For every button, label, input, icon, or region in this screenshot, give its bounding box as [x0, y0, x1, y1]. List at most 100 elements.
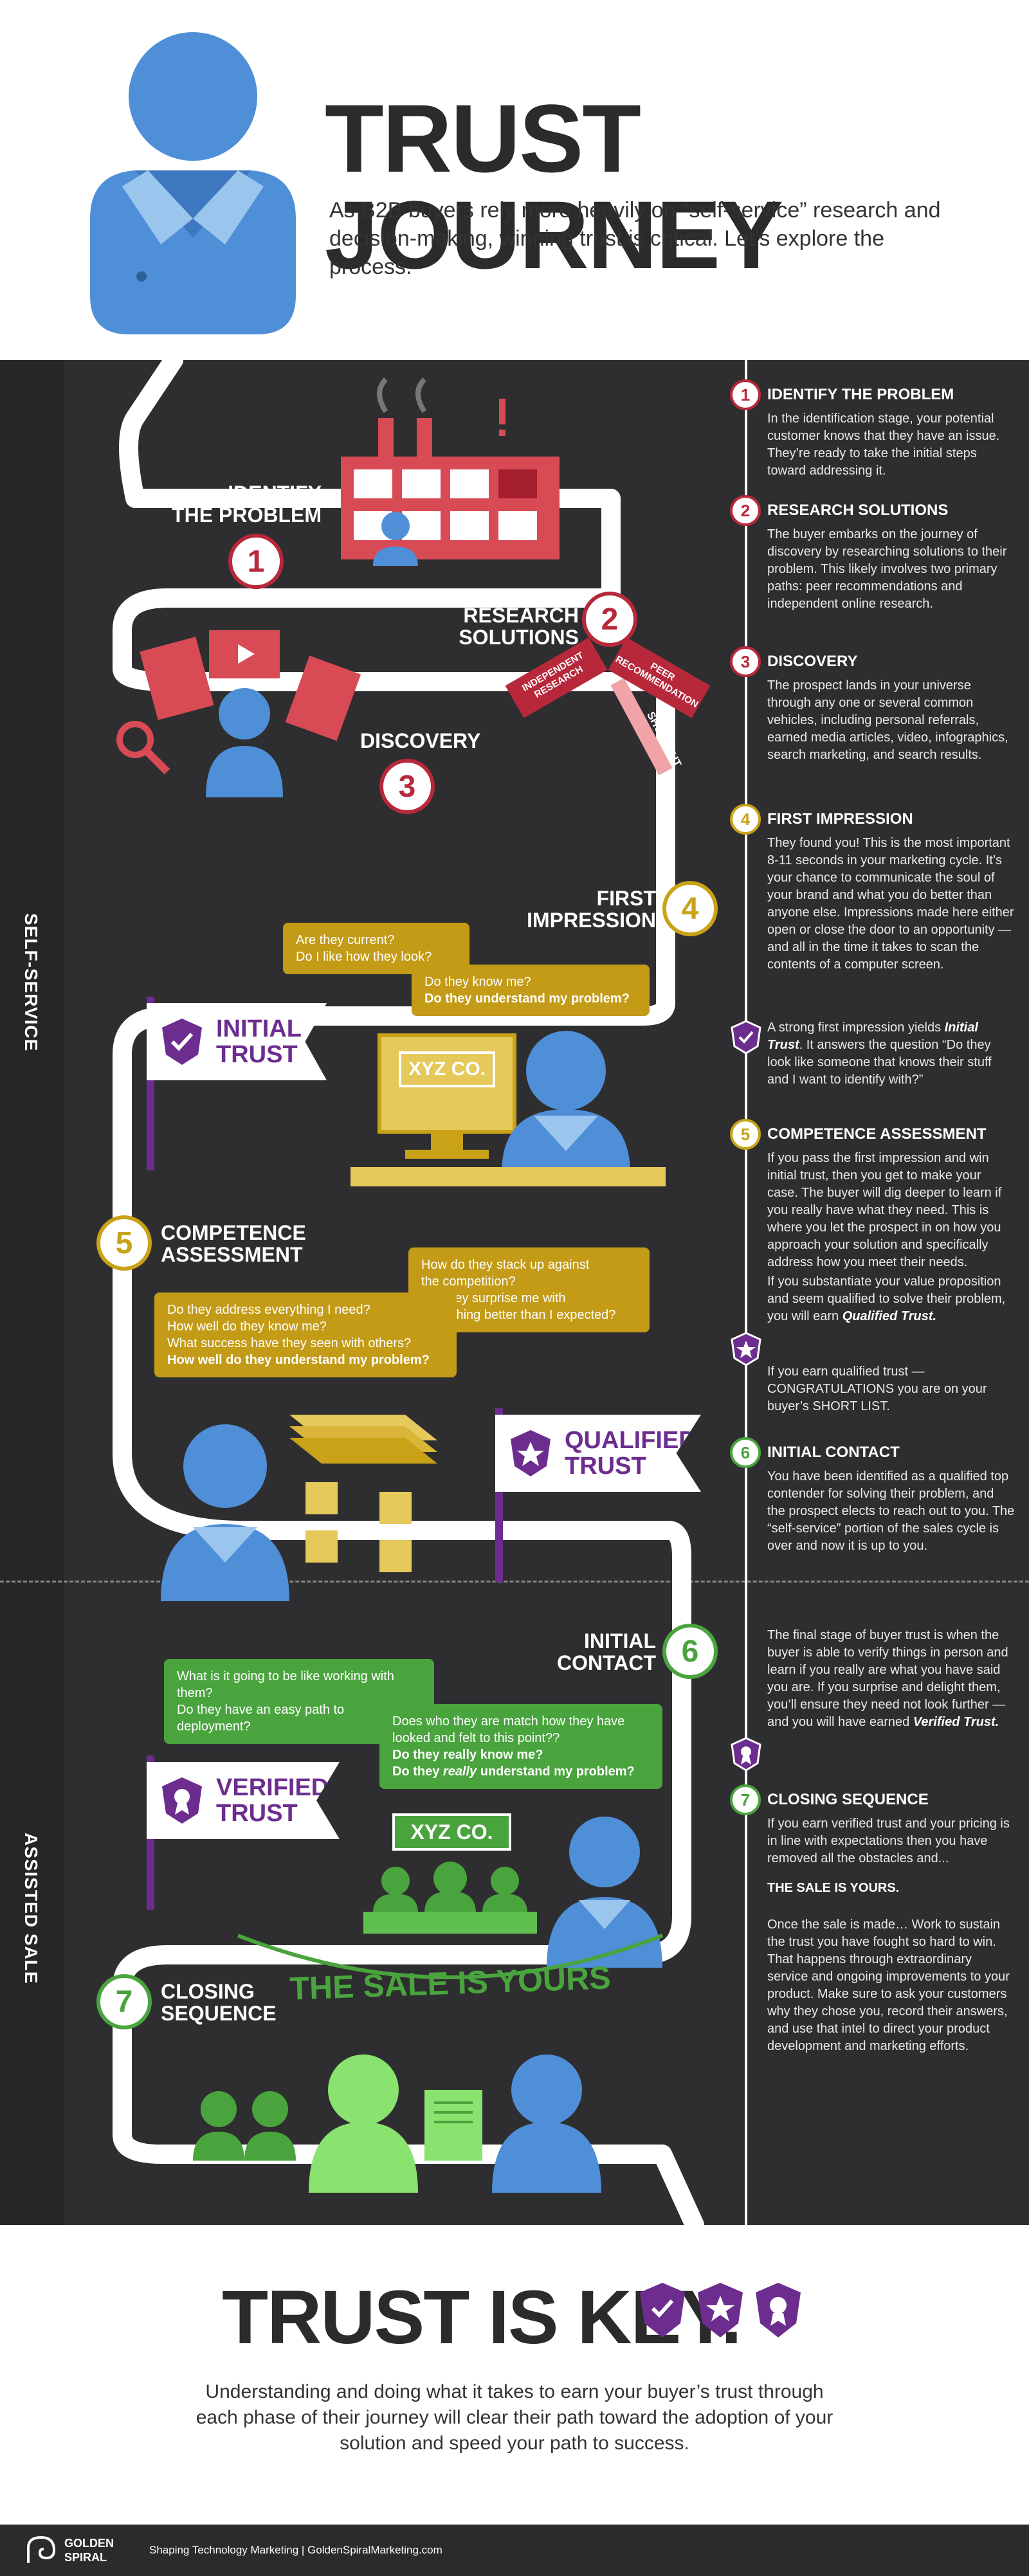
step-7-body: If you earn verified trust and your pric… [767, 1817, 1010, 1865]
flag-line: QUALIFIED [565, 1427, 697, 1454]
stage-1-label-line: THE PROBLEM [172, 503, 322, 527]
sales-team-icon [363, 1862, 537, 1934]
bubble-line: Are they current? [296, 933, 395, 947]
qualified-trust-text: QUALIFIED TRUST [565, 1428, 697, 1479]
step-6-body: You have been identified as a qualified … [767, 1469, 1015, 1553]
panel-divider [745, 360, 747, 2225]
initial-trust-shield-icon [162, 1019, 202, 1065]
bubble-span: Do they [392, 1764, 443, 1779]
bubble-line: What success have they seen with others? [167, 1336, 412, 1350]
initial-trust-flag: INITIAL TRUST [147, 1003, 327, 1080]
stage-6-label: INITIAL CONTACT [527, 1630, 656, 1674]
verified-trust-shield-icon [162, 1777, 202, 1824]
step-7: 7 CLOSING SEQUENCE If you earn verified … [730, 1784, 1016, 1894]
step-3-body: The prospect lands in your universe thro… [767, 678, 1008, 762]
journey-road [113, 360, 704, 2225]
verified-trust-note: The final stage of buyer trust is when t… [730, 1627, 1016, 1768]
short-list-note-text: If you earn qualified trust — CONGRATULA… [767, 1365, 987, 1413]
bubble-line: Do I like how they look? [296, 950, 432, 964]
stage-6-label-line: INITIAL [584, 1629, 656, 1653]
bubble-line: What is it going to be like working with… [177, 1669, 394, 1700]
after-sale-note: Once the sale is made… Work to sustain t… [730, 1916, 1016, 2109]
company-sign: XYZ CO. [399, 1051, 495, 1087]
initial-trust-note-icon [731, 1020, 761, 1055]
stage-5-label-line: COMPETENCE [161, 1221, 306, 1244]
step-4-title: FIRST IMPRESSION [767, 810, 913, 828]
footer-tagline[interactable]: Shaping Technology Marketing | GoldenSpi… [149, 2544, 442, 2556]
side-band [0, 360, 64, 2225]
step-1-badge: 1 [730, 379, 761, 410]
stage-5-badge: 5 [96, 1215, 152, 1271]
initial-contact-bubble-b: Does who they are match how they have lo… [379, 1704, 662, 1789]
flag-line: TRUST [565, 1453, 646, 1480]
verified-trust-note-text: The final stage of buyer trust is when t… [767, 1627, 1015, 1731]
note-span: The final stage of buyer trust is when t… [767, 1628, 1008, 1729]
step-3-title: DISCOVERY [767, 653, 858, 670]
step-1-title: IDENTIFY THE PROBLEM [767, 386, 954, 403]
stage-7-label: CLOSING SEQUENCE [161, 1981, 315, 2024]
bubble-line: Does who they are match how they have [392, 1714, 625, 1728]
qualified-trust-shield-icon [511, 1430, 551, 1476]
stage-1-label: IDENTIFY THE PROBLEM [154, 482, 322, 526]
competence-bubble-b: Do they address everything I need? How w… [154, 1293, 457, 1377]
buyer-at-desk-icon [502, 1031, 630, 1174]
stage-5-label: COMPETENCE ASSESSMENT [161, 1222, 354, 1265]
closing-section: TRUST IS KEY. Understanding and doing wh… [0, 2225, 1029, 2525]
stage-5-label-line: ASSESSMENT [161, 1243, 303, 1266]
bubble-line: Did they surprise me with [421, 1291, 566, 1305]
competence-bubble-a: How do they stack up against the competi… [408, 1247, 650, 1332]
stage-4-label-line: IMPRESSION [527, 909, 656, 932]
initial-trust-note: A strong first impression yields Initial… [730, 1019, 1016, 1109]
journey-section: SELF-SERVICE ASSISTED SALE IDENTIFY THE … [0, 360, 1029, 2225]
bubble-span: really [442, 1764, 477, 1779]
stage-7-label-line: CLOSING [161, 1980, 255, 2003]
verified-trust-note-icon [731, 1737, 761, 1772]
buyer-avatar-icon [90, 32, 296, 334]
note-span: . It answers the question “Do they look … [767, 1038, 992, 1087]
note-span: Verified Trust. [913, 1715, 999, 1729]
note-span: If you substantiate your value propositi… [767, 1274, 1006, 1323]
after-sale-note-text: Once the sale is made… Work to sustain t… [767, 1918, 1010, 2053]
step-7-badge: 7 [730, 1784, 761, 1815]
footer-brand: GOLDEN SPIRAL [64, 2536, 114, 2564]
buyer-meeting-icon [547, 1817, 662, 1968]
golden-spiral-logo-icon [27, 2535, 56, 2563]
bubble-line: the competition? [421, 1274, 516, 1289]
note-span: A strong first impression yields [767, 1020, 945, 1035]
intro-text: As B2B buyers rely more heavily on “self… [329, 198, 941, 279]
closing-text: Understanding and doing what it takes to… [196, 2381, 833, 2454]
stage-2-label: RESEARCH SOLUTIONS [412, 604, 579, 648]
flag-line: VERIFIED [216, 1774, 329, 1801]
stage-3-label: DISCOVERY [360, 729, 481, 752]
desk [351, 1167, 666, 1186]
stage-6-badge: 6 [662, 1624, 718, 1679]
closing-handshake-icon [193, 2054, 601, 2193]
page-title: TRUST JOURNEY [325, 84, 783, 289]
stage-6-label-line: CONTACT [556, 1651, 656, 1674]
bubble-line: How well do they know me? [167, 1320, 327, 1334]
sale-is-yours-note: THE SALE IS YOURS. [767, 1881, 900, 1895]
note-span: Initial Trust [767, 1020, 978, 1052]
stage-4-badge: 4 [662, 881, 718, 936]
stage-2-label-line: SOLUTIONS [459, 626, 579, 649]
step-6-title: INITIAL CONTACT [767, 1444, 900, 1461]
stage-4-label: FIRST IMPRESSION [502, 887, 656, 931]
bubble-line: Do they have an easy path to deployment? [177, 1703, 345, 1734]
flag-line: TRUST [216, 1041, 298, 1068]
stage-4-label-line: FIRST [596, 887, 656, 910]
step-5-body: If you pass the first impression and win… [767, 1151, 1002, 1269]
bubble-line: How well do they understand my problem? [167, 1353, 430, 1367]
qualified-trust-note: If you substantiate your value propositi… [730, 1273, 1016, 1350]
step-5-title: COMPETENCE ASSESSMENT [767, 1125, 987, 1143]
bubble-line: Do they understand my problem? [424, 992, 630, 1006]
step-2-badge: 2 [730, 495, 761, 526]
document-stack-icon [289, 1415, 437, 1572]
step-5: 5 COMPETENCE ASSESSMENT If you pass the … [730, 1119, 1016, 1269]
first-impression-bubble-b: Do they know me? Do they understand my p… [412, 965, 650, 1016]
bubble-line: something better than I expected? [421, 1308, 616, 1322]
bubble-line: Do they really understand my problem? [392, 1763, 650, 1780]
factory-icon [341, 377, 560, 566]
company-sign-meeting: XYZ CO. [392, 1813, 511, 1851]
step-2-body: The buyer embarks on the journey of disc… [767, 527, 1007, 611]
qualified-trust-note-icon [731, 1332, 761, 1366]
